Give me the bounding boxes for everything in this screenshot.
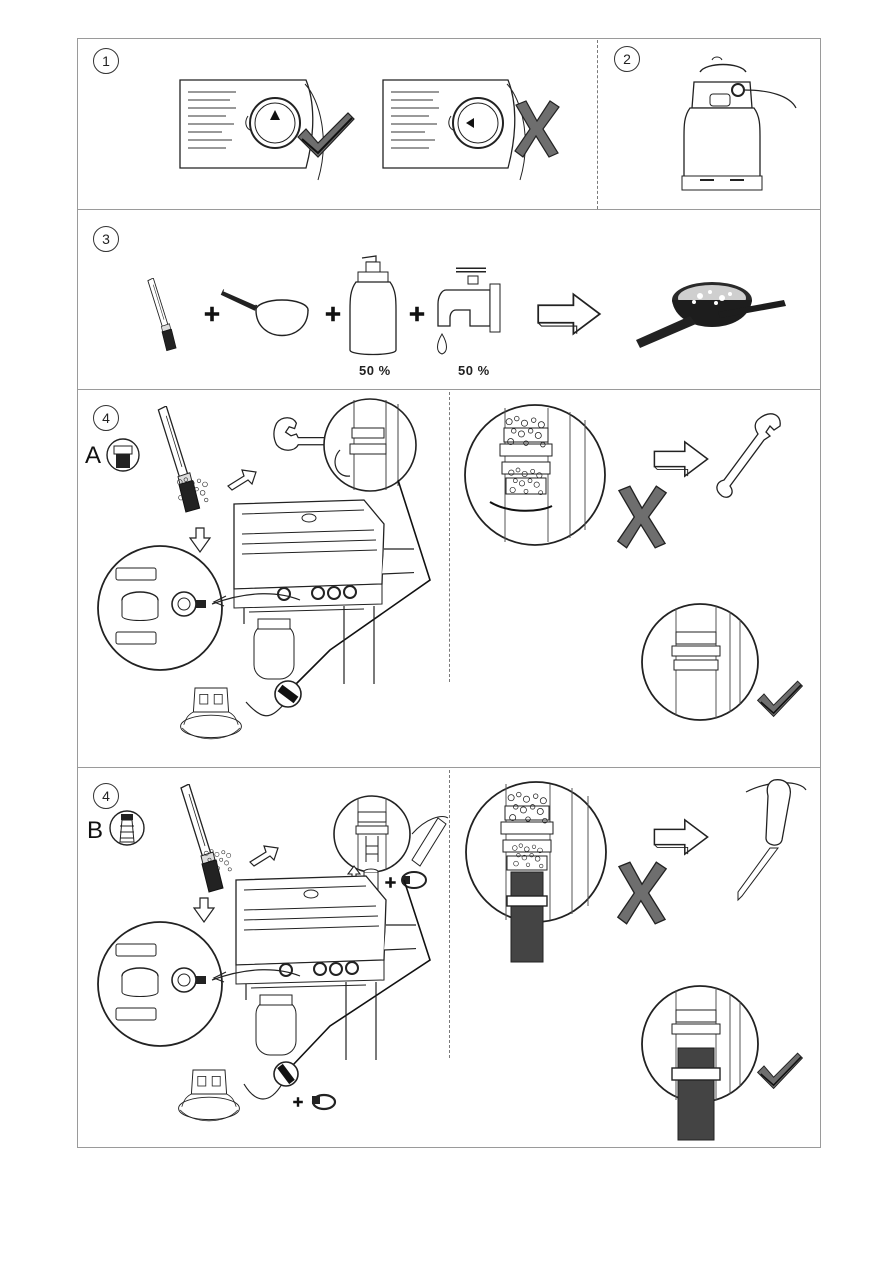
regulator-zoom	[98, 546, 222, 670]
screwdriver-icon	[738, 780, 806, 900]
arrow-right-icon	[654, 820, 707, 854]
arrow-down-icon	[190, 528, 210, 552]
hose-clamp-icon	[312, 1095, 335, 1109]
plus-icon	[205, 307, 219, 321]
soap-bottle-icon	[350, 256, 396, 355]
sealed-hose-zoom	[642, 986, 758, 1140]
leaking-connection-zoom	[465, 405, 605, 545]
arrow-down-icon	[194, 898, 214, 922]
gas-bottle-icon	[181, 688, 242, 739]
gas-bottle-icon	[179, 1070, 240, 1121]
wrench-icon	[717, 414, 780, 497]
plus-icon	[293, 1097, 303, 1107]
brush-icon	[148, 278, 176, 351]
check-mark-icon	[758, 1053, 803, 1088]
valve-wrong-panel	[383, 80, 525, 180]
soap-mixture-bowl-photo	[636, 282, 786, 348]
step-3-illustration	[148, 256, 786, 355]
arrow-right-icon	[654, 442, 707, 476]
water-tap-icon	[438, 270, 501, 354]
valve-ok-panel	[180, 80, 323, 180]
plus-icon	[326, 307, 340, 321]
cross-mark-icon	[618, 862, 666, 924]
brush-icon	[181, 784, 223, 892]
regulator-zoom	[98, 922, 222, 1046]
check-mark-icon	[758, 681, 803, 716]
bowl-icon	[222, 290, 308, 336]
gas-grill-icon	[234, 500, 426, 684]
step-4a-illustration	[98, 399, 802, 739]
sealed-connection-zoom	[642, 604, 758, 720]
gas-grill-icon	[236, 876, 428, 1060]
arrow-right-icon	[228, 470, 256, 490]
cross-mark-icon	[618, 486, 666, 548]
nozzle-connection-zoom	[334, 796, 410, 872]
step-4b-illustration	[98, 780, 806, 1140]
threaded-connector-icon	[107, 439, 139, 471]
cross-mark-icon	[515, 101, 559, 157]
gas-cylinder-illustration	[682, 57, 796, 190]
leaking-hose-zoom	[466, 782, 606, 962]
arrow-right-icon	[250, 846, 278, 866]
step-1-illustration	[180, 80, 559, 180]
hose-connector-zoom	[274, 1062, 298, 1086]
arrow-right-icon	[538, 294, 600, 334]
hose-nozzle-icon	[110, 811, 144, 845]
plus-icon	[410, 307, 424, 321]
plus-icon	[385, 877, 395, 887]
hose-connector-zoom	[275, 681, 301, 707]
connection-zoom	[324, 399, 416, 491]
